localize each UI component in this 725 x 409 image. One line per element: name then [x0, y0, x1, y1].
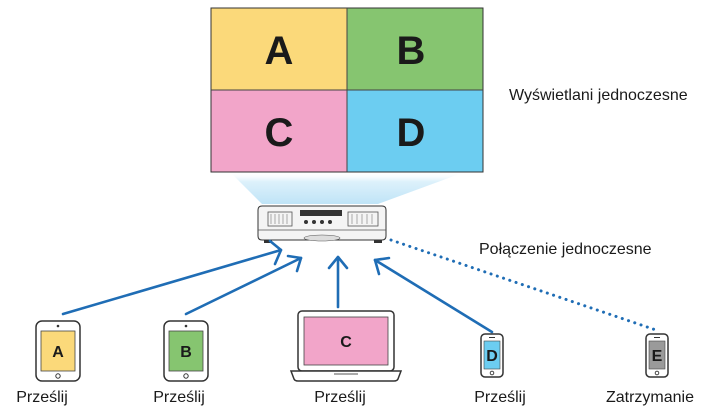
screen-letter-c: C	[265, 111, 294, 155]
device-b-screen	[168, 330, 204, 372]
projection-beam	[230, 172, 465, 204]
device-c-screen	[303, 316, 389, 366]
arrow-b	[184, 254, 303, 316]
device-b-letter: B	[180, 344, 192, 361]
projected-screen: A B C D	[210, 7, 484, 173]
device-b-caption: Prześlij	[153, 389, 205, 406]
phone-e-icon: E	[645, 333, 669, 378]
device-e-caption: Zatrzymanie	[606, 389, 694, 406]
screen-tile-b	[347, 8, 483, 90]
screen-tile-a	[211, 8, 347, 90]
tablet-b-icon: B	[163, 320, 209, 382]
arrows	[61, 239, 494, 334]
dotted-connection-e	[389, 238, 658, 332]
device-e-screen	[648, 340, 666, 370]
screen-letter-b: B	[397, 29, 426, 73]
device-d-caption: Prześlij	[474, 389, 526, 406]
projector-icon	[257, 205, 387, 243]
device-d-screen	[483, 340, 501, 370]
arrow-a	[61, 239, 283, 316]
device-c-letter: C	[340, 334, 352, 351]
screen-tile-d	[347, 90, 483, 172]
simultaneous-display-label: Wyświetlani jednoczesne	[509, 87, 688, 104]
device-e-letter: E	[652, 348, 663, 365]
device-d-letter: D	[486, 348, 498, 365]
device-a-screen	[40, 330, 76, 372]
screen-tile-c	[211, 90, 347, 172]
screen-letter-a: A	[265, 29, 294, 73]
phone-d-icon: D	[480, 333, 504, 378]
device-a-letter: A	[52, 344, 64, 361]
arrow-d	[373, 256, 494, 334]
tablet-a-icon: A	[35, 320, 81, 382]
laptop-c-icon: C	[289, 310, 403, 382]
device-a-caption: Prześlij	[16, 389, 68, 406]
screen-letter-d: D	[397, 111, 426, 155]
arrow-c	[327, 255, 349, 309]
simultaneous-connection-label: Połączenie jednoczesne	[479, 241, 652, 258]
device-c-caption: Prześlij	[314, 389, 366, 406]
